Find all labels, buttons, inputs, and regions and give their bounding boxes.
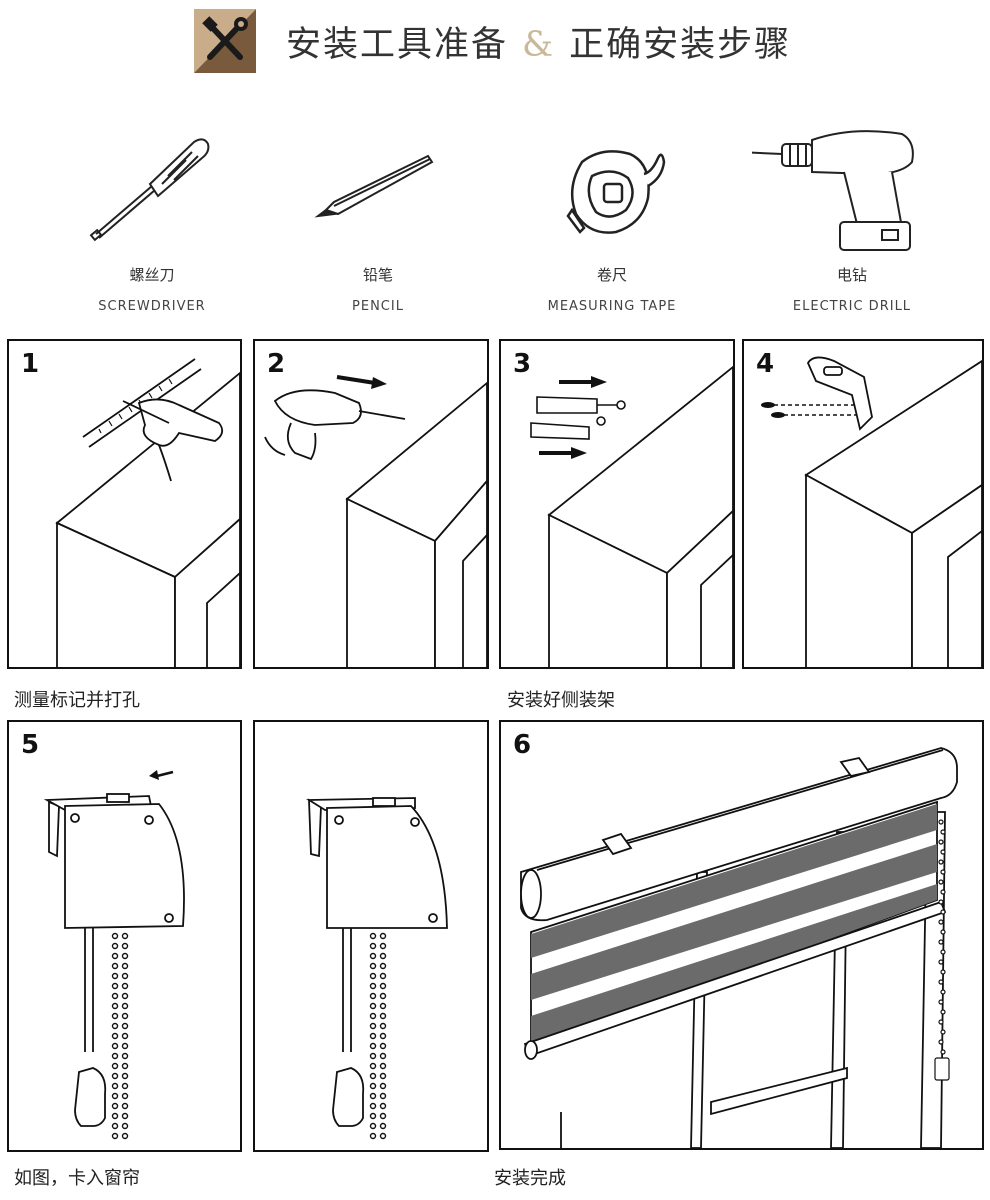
step-number: 6 xyxy=(513,730,532,760)
tool-label-cn: 螺丝刀 xyxy=(129,266,175,284)
step-number: 4 xyxy=(756,349,775,379)
tool-measuring-tape: 卷尺 MEASURING TAPE xyxy=(512,128,712,311)
pencil-icon xyxy=(314,154,434,218)
step-panel-1: 1 xyxy=(7,339,242,669)
step-number: 1 xyxy=(21,349,40,379)
step-panel-3: 3 xyxy=(499,339,735,669)
step-panel-2: 2 xyxy=(253,339,489,669)
caption-insert-blind: 如图，卡入窗帘 xyxy=(14,1168,140,1189)
tools-icon xyxy=(194,9,256,73)
step-panel-5: 5 xyxy=(7,720,242,1152)
caption-complete: 安装完成 xyxy=(494,1168,566,1189)
caption-measure-drill: 测量标记并打孔 xyxy=(14,690,140,711)
title-ampersand: & xyxy=(522,25,556,65)
step-panel-5b xyxy=(253,720,489,1152)
screwdriver-icon xyxy=(89,138,210,242)
tool-pencil: 铅笔 PENCIL xyxy=(278,128,478,311)
title-left: 安装工具准备 xyxy=(286,25,509,65)
tool-label-en: MEASURING TAPE xyxy=(547,299,677,311)
tool-label-cn: 电钻 xyxy=(836,266,867,284)
page-title: 安装工具准备&正确安装步骤 xyxy=(286,16,791,67)
tool-electric-drill: 电钻 ELECTRIC DRILL xyxy=(752,128,952,311)
step-number: 3 xyxy=(513,349,532,379)
caption-install-bracket: 安装好侧装架 xyxy=(507,690,615,711)
tool-label-cn: 铅笔 xyxy=(362,266,393,284)
step-number: 2 xyxy=(267,349,286,379)
step-number: 5 xyxy=(21,730,40,760)
header: 安装工具准备&正确安装步骤 xyxy=(0,0,990,80)
step-panel-6: 6 xyxy=(499,720,984,1150)
electric-drill-icon xyxy=(752,130,914,251)
measuring-tape-icon xyxy=(566,150,666,234)
tool-label-en: SCREWDRIVER xyxy=(98,299,206,311)
tool-label-en: PENCIL xyxy=(352,299,404,311)
tool-label-en: ELECTRIC DRILL xyxy=(792,299,912,311)
title-right: 正确安装步骤 xyxy=(569,25,792,65)
tool-label-cn: 卷尺 xyxy=(596,266,627,284)
step-panel-4: 4 xyxy=(742,339,984,669)
tool-screwdriver: 螺丝刀 SCREWDRIVER xyxy=(52,128,252,311)
